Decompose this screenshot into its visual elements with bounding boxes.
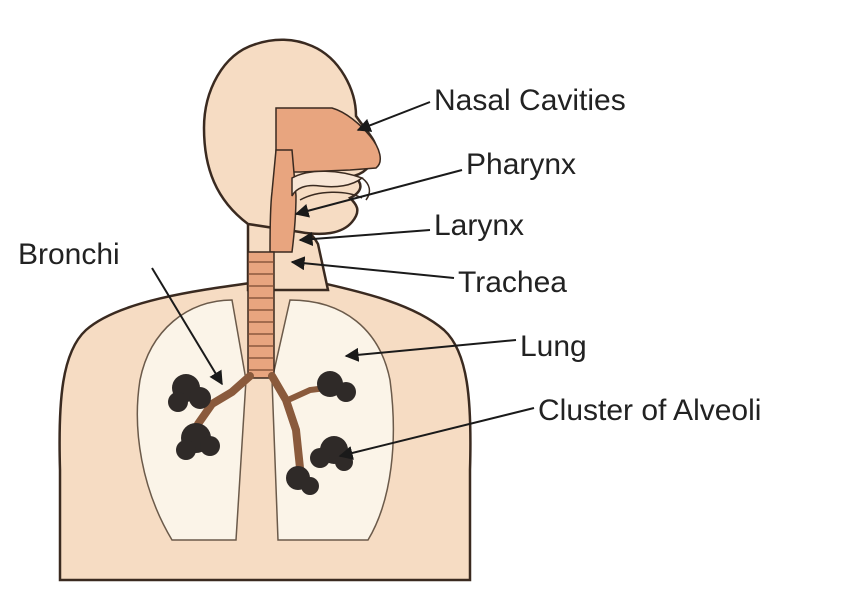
leader-cluster-of-alveoli <box>338 407 535 460</box>
label-trachea: Trachea <box>458 266 567 299</box>
leader-larynx <box>298 229 431 247</box>
leader-nasal-cavities <box>356 101 431 132</box>
leader-lung <box>344 339 517 362</box>
right-bronchus <box>268 372 304 472</box>
trachea <box>247 251 275 379</box>
leader-pharynx <box>294 169 463 218</box>
mouth-palate <box>291 170 364 197</box>
trachea-rings <box>248 261 274 371</box>
tongue <box>299 191 363 201</box>
label-cluster-of-alveoli: Cluster of Alveoli <box>538 394 761 427</box>
lips <box>361 177 371 201</box>
label-pharynx: Pharynx <box>466 148 576 181</box>
leader-bronchi <box>151 267 223 386</box>
label-lung: Lung <box>520 330 587 363</box>
label-nasal-cavities: Nasal Cavities <box>434 84 626 117</box>
left-lung <box>136 299 247 541</box>
leader-trachea <box>290 256 455 279</box>
label-bronchi: Bronchi <box>18 238 120 271</box>
label-larynx: Larynx <box>434 209 524 242</box>
pharynx <box>269 149 297 253</box>
left-bronchus <box>194 372 254 428</box>
nasal-cavity <box>275 107 381 173</box>
